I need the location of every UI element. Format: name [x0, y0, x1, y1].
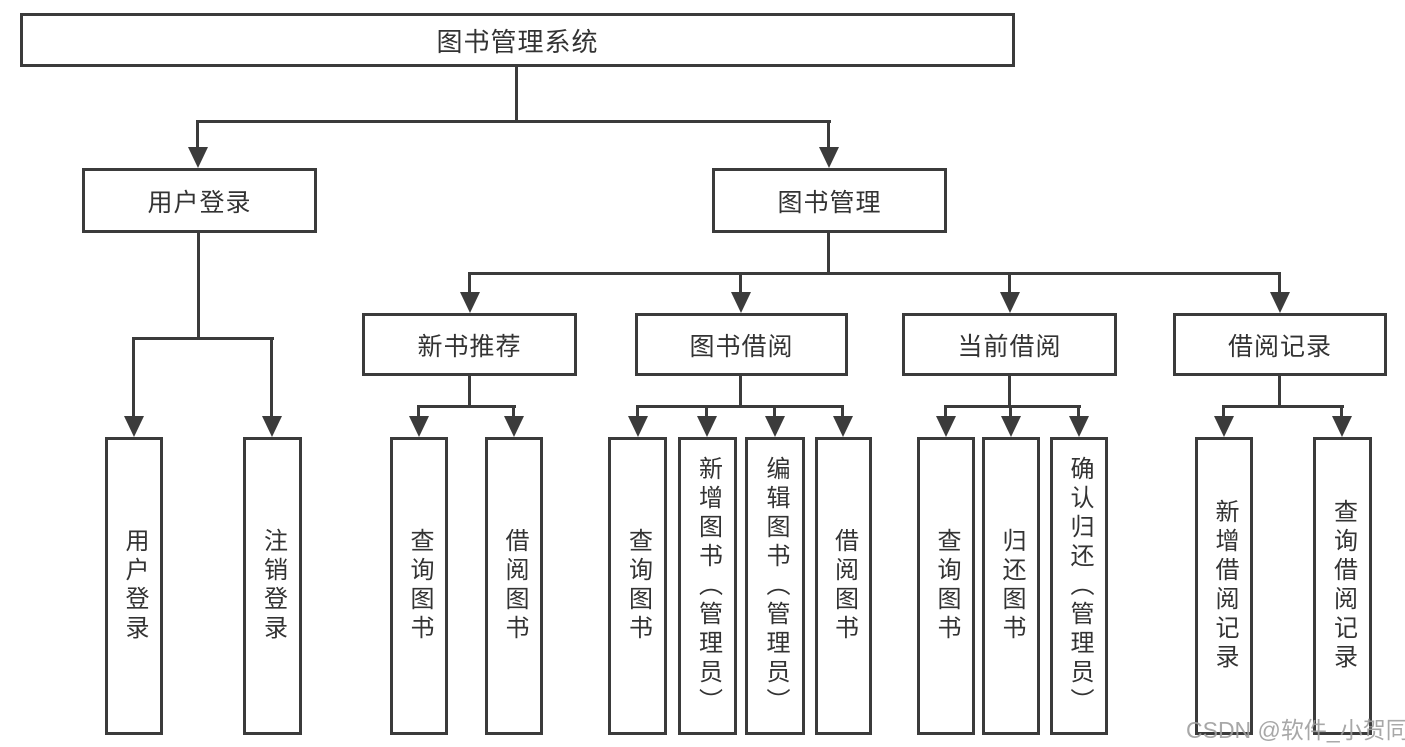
leaf-recommend-query-books: 查询图书	[390, 437, 448, 735]
leaf-borrow-borrow-books-label: 借阅图书	[830, 528, 858, 644]
leaf-records-add-record-label: 新增借阅记录	[1211, 499, 1238, 673]
connector-drop-leaf-logout	[270, 337, 273, 420]
arrow-cb-query	[936, 416, 956, 437]
connector-user-login-branch	[132, 337, 274, 340]
connector-user-login-stem	[197, 233, 200, 340]
connector-new-book-stem	[468, 376, 471, 407]
leaf-borrow-edit-books-admin: 编辑图书（管理员）	[745, 437, 805, 735]
connector-drop-user-login	[196, 120, 199, 152]
arrow-book-management	[819, 147, 839, 168]
arrow-nb-query	[409, 416, 429, 437]
node-root-label: 图书管理系统	[436, 26, 599, 57]
leaf-current-confirm-return-admin: 确认归还（管理员）	[1050, 437, 1108, 735]
node-user-login: 用户登录	[82, 168, 317, 233]
node-borrow-records: 借阅记录	[1173, 313, 1387, 376]
leaf-current-query-books: 查询图书	[917, 437, 975, 735]
node-current-borrow-label: 当前借阅	[957, 332, 1062, 361]
connector-drop-cb-return	[1009, 405, 1012, 420]
connector-root-stem	[515, 67, 518, 123]
node-book-management-label: 图书管理	[777, 188, 882, 217]
node-new-book-recommend: 新书推荐	[362, 313, 577, 376]
connector-book-borrow-branch	[636, 405, 844, 408]
arrow-cb-return	[1001, 416, 1021, 437]
connector-current-borrow-stem	[1008, 376, 1011, 407]
node-book-borrow: 图书借阅	[635, 313, 848, 376]
node-user-login-label: 用户登录	[147, 188, 252, 217]
connector-drop-nb-query	[417, 405, 420, 420]
connector-new-book-branch	[417, 405, 516, 408]
connector-drop-book-management	[827, 120, 830, 152]
connector-book-management-stem	[827, 233, 830, 275]
node-borrow-records-label: 借阅记录	[1227, 332, 1332, 361]
connector-drop-current-borrow	[1008, 272, 1011, 296]
node-book-borrow-label: 图书借阅	[689, 332, 794, 361]
leaf-logout-label: 注销登录	[259, 528, 287, 644]
leaf-recommend-borrow-books-label: 借阅图书	[501, 528, 528, 644]
connector-drop-bb-borrow	[841, 405, 844, 420]
connector-book-borrow-stem	[739, 376, 742, 407]
node-current-borrow: 当前借阅	[902, 313, 1117, 376]
arrow-book-borrow	[731, 292, 751, 313]
leaf-logout: 注销登录	[243, 437, 302, 735]
arrow-borrow-records	[1270, 292, 1290, 313]
node-book-management: 图书管理	[712, 168, 947, 233]
arrow-bb-query	[628, 416, 648, 437]
leaf-recommend-borrow-books: 借阅图书	[485, 437, 543, 735]
leaf-current-confirm-return-admin-label: 确认归还（管理员）	[1066, 455, 1093, 717]
csdn-watermark: CSDN @软件_小贺同学	[1186, 717, 1405, 743]
connector-drop-br-add	[1222, 405, 1225, 420]
leaf-user-login-label: 用户登录	[121, 528, 148, 644]
leaf-borrow-edit-books-admin-label: 编辑图书（管理员）	[762, 455, 789, 717]
leaf-borrow-borrow-books: 借阅图书	[815, 437, 872, 735]
arrow-br-query	[1332, 416, 1352, 437]
connector-book-management-branch	[468, 272, 1281, 275]
connector-drop-bb-add	[705, 405, 708, 420]
arrow-new-book	[460, 292, 480, 313]
arrow-bb-add	[697, 416, 717, 437]
connector-root-branch	[197, 120, 831, 123]
node-root: 图书管理系统	[20, 13, 1015, 67]
arrow-leaf-login	[124, 416, 144, 437]
connector-drop-borrow-records	[1278, 272, 1281, 296]
arrow-user-login	[188, 147, 208, 168]
node-new-book-recommend-label: 新书推荐	[417, 332, 522, 361]
connector-drop-new-book	[468, 272, 471, 296]
leaf-current-query-books-label: 查询图书	[933, 528, 960, 644]
leaf-borrow-add-books-admin-label: 新增图书（管理员）	[694, 455, 722, 717]
leaf-borrow-query-books: 查询图书	[608, 437, 667, 735]
arrow-leaf-logout	[262, 416, 282, 437]
leaf-borrow-query-books-label: 查询图书	[624, 528, 652, 644]
leaf-recommend-query-books-label: 查询图书	[406, 528, 433, 644]
connector-drop-cb-query	[944, 405, 947, 420]
leaf-records-query-record-label: 查询借阅记录	[1329, 499, 1357, 673]
leaf-borrow-add-books-admin: 新增图书（管理员）	[678, 437, 737, 735]
arrow-nb-borrow	[504, 416, 524, 437]
connector-drop-br-query	[1340, 405, 1343, 420]
arrow-cb-confirm	[1069, 416, 1089, 437]
connector-drop-book-borrow	[739, 272, 742, 296]
leaf-current-return-books-label: 归还图书	[998, 528, 1025, 644]
connector-drop-bb-edit	[773, 405, 776, 420]
leaf-current-return-books: 归还图书	[982, 437, 1040, 735]
connector-drop-cb-confirm	[1077, 405, 1080, 420]
leaf-user-login: 用户登录	[105, 437, 163, 735]
arrow-br-add	[1214, 416, 1234, 437]
connector-drop-leaf-login	[132, 337, 135, 420]
arrow-bb-borrow	[833, 416, 853, 437]
leaf-records-query-record: 查询借阅记录	[1313, 437, 1372, 735]
connector-drop-bb-query	[636, 405, 639, 420]
leaf-records-add-record: 新增借阅记录	[1195, 437, 1253, 735]
arrow-bb-edit	[765, 416, 785, 437]
connector-borrow-records-branch	[1222, 405, 1344, 408]
connector-drop-nb-borrow	[512, 405, 515, 420]
connector-borrow-records-stem	[1278, 376, 1281, 407]
arrow-current-borrow	[1000, 292, 1020, 313]
connector-current-borrow-branch	[944, 405, 1081, 408]
